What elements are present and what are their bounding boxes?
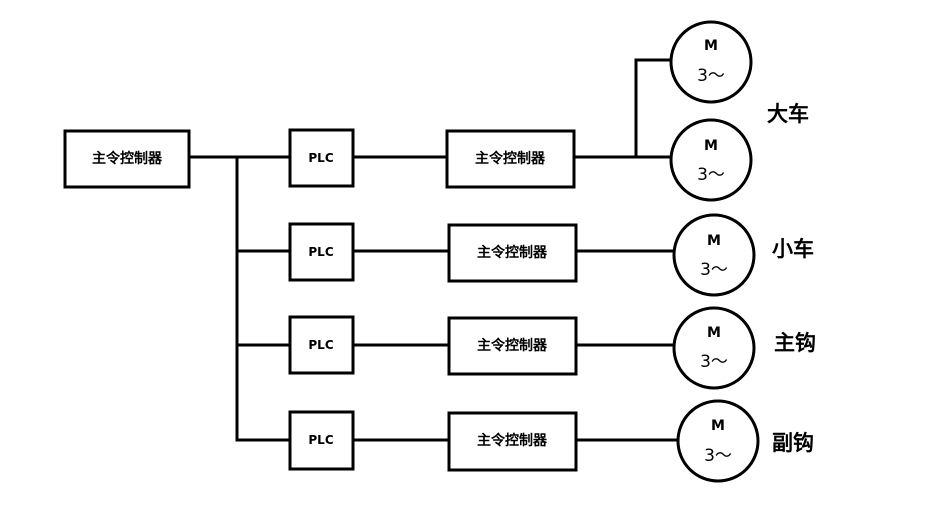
controller-box-4: 主令控制器 [447,411,578,472]
motor-2-symbol: M [707,233,721,249]
controller-label-1: 主令控制器 [475,150,546,167]
wires [187,58,681,442]
controller-label-3: 主令控制器 [477,337,548,354]
plc-label-2: PLC [308,245,333,259]
motor-3-phase: 3～ [700,352,728,372]
motor-1a-phase: 3～ [697,66,725,86]
plc-box-2: PLC [288,222,355,282]
plc-box-4: PLC [288,410,355,471]
motor-4-phase: 3～ [704,446,732,466]
plc-box-1: PLC [288,128,355,188]
motor-1a: M 3～ [669,20,753,104]
motor-1b-phase: 3～ [697,165,725,185]
plc-label-3: PLC [308,338,333,352]
row-label-1: 大车 [767,102,809,126]
row-label-4: 副钩 [772,431,814,455]
plc-label-4: PLC [308,433,333,447]
controller-box-1: 主令控制器 [445,129,576,189]
motor-1b: M 3～ [669,118,753,202]
motor-4-symbol: M [711,418,725,434]
row-label-2: 小车 [772,237,814,261]
motor-2: M 3～ [672,213,756,297]
controller-label-4: 主令控制器 [477,432,548,449]
source-master-controller-label: 主令控制器 [92,150,163,167]
motor-3-symbol: M [707,325,721,341]
controller-label-2: 主令控制器 [477,244,548,261]
controller-box-2: 主令控制器 [447,223,578,283]
plc-box-3: PLC [288,315,355,375]
motor-4: M 3～ [676,399,760,483]
row-label-3: 主钩 [774,331,816,355]
motor-3: M 3～ [672,306,756,390]
source-master-controller: 主令控制器 [63,129,191,189]
motor-2-phase: 3～ [700,260,728,280]
motor-1a-symbol: M [704,38,718,54]
plc-label-1: PLC [308,151,333,165]
controller-box-3: 主令控制器 [447,316,578,376]
motor-1b-symbol: M [704,138,718,154]
